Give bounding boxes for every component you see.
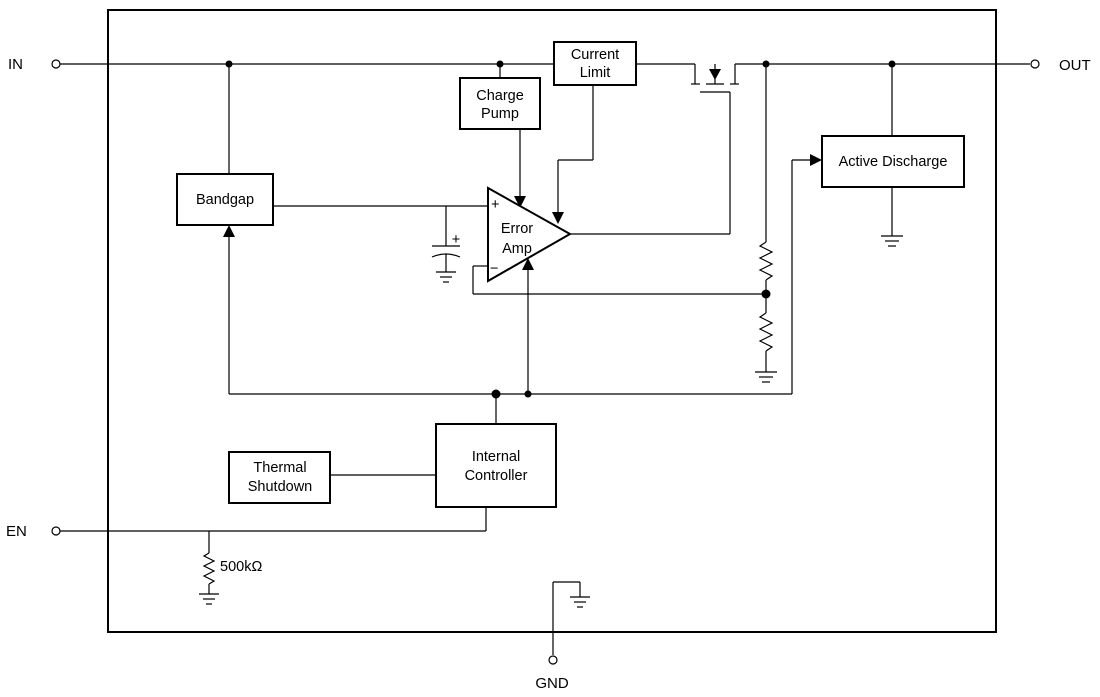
en-pin-label: EN <box>6 523 27 540</box>
divider-ground-icon <box>755 371 777 383</box>
bandgap-block: Bandgap <box>176 64 488 226</box>
cap-plus: + <box>452 232 460 248</box>
discharge-ground-icon <box>881 235 903 247</box>
charge-pump-label-2: Pump <box>481 106 519 122</box>
active-discharge-label: Active Discharge <box>839 154 948 170</box>
current-limit-feed <box>552 85 594 224</box>
package-outline <box>107 9 997 633</box>
pulldown-resistor-label: 500kΩ <box>220 559 262 575</box>
junction-dots <box>225 60 896 399</box>
charge-pump-label-1: Charge <box>476 88 524 104</box>
feedback-divider <box>755 64 777 383</box>
internal-controller-block: Internal Controller <box>435 423 557 531</box>
charge-pump-block: Charge Pump <box>459 64 541 208</box>
en-ground-icon <box>199 593 219 605</box>
in-pin-terminal <box>51 59 61 69</box>
in-pin-label: IN <box>8 56 23 73</box>
current-limit-label-1: Current <box>571 47 619 63</box>
amp-minus: − <box>490 261 498 277</box>
error-amp: Error Amp + − <box>472 186 766 295</box>
thermal-shutdown-label-2: Shutdown <box>248 479 313 495</box>
error-amp-label-2: Amp <box>502 241 532 257</box>
bandgap-label: Bandgap <box>196 192 254 208</box>
en-pin-terminal <box>51 526 61 536</box>
internal-controller-label-1: Internal <box>472 449 520 465</box>
out-pin-label: OUT <box>1059 57 1091 74</box>
gnd-pin-terminal <box>548 655 558 665</box>
current-limit-block: Current Limit <box>553 41 637 86</box>
amp-plus: + <box>491 197 499 213</box>
current-limit-label-2: Limit <box>580 65 611 81</box>
error-amp-label-1: Error <box>501 221 533 237</box>
gnd-pin-label: GND <box>535 675 569 692</box>
gnd-wiring <box>552 581 590 655</box>
internal-ground-icon <box>570 596 590 608</box>
internal-controller-label-2: Controller <box>465 468 528 484</box>
control-bus <box>223 225 792 424</box>
thermal-shutdown-label-1: Thermal <box>253 460 306 476</box>
en-line: 500kΩ <box>60 530 486 605</box>
reference-capacitor: + <box>431 206 461 283</box>
active-discharge-block: Active Discharge <box>791 64 965 394</box>
cap-ground-icon <box>436 271 456 283</box>
out-pin-terminal <box>1030 59 1040 69</box>
pass-mosfet <box>691 64 739 234</box>
thermal-shutdown-block: Thermal Shutdown <box>228 451 436 504</box>
